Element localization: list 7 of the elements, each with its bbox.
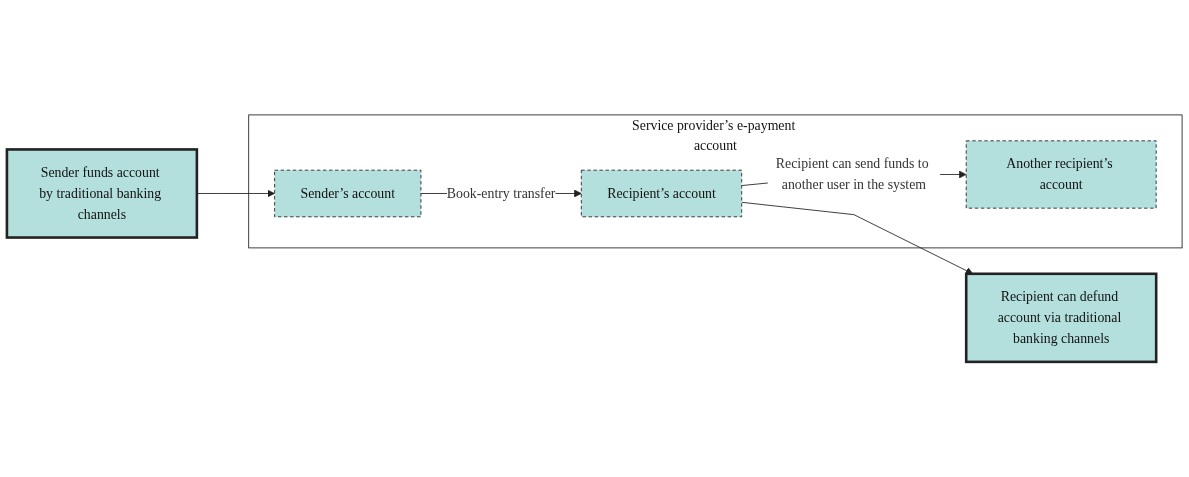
edge-label: Book-entry transfer — [446, 185, 556, 201]
node-box: Sender’s account — [274, 169, 422, 218]
node-box: Recipient can defund account via traditional banking channels — [964, 272, 1158, 364]
node-box: Sender funds account by traditional banking channels — [5, 148, 199, 239]
edge-label: Recipient can send funds to another user in the system — [775, 156, 929, 192]
node-box: Recipient’s account — [580, 169, 743, 218]
node-box: Another recipient’s account — [965, 140, 1157, 209]
